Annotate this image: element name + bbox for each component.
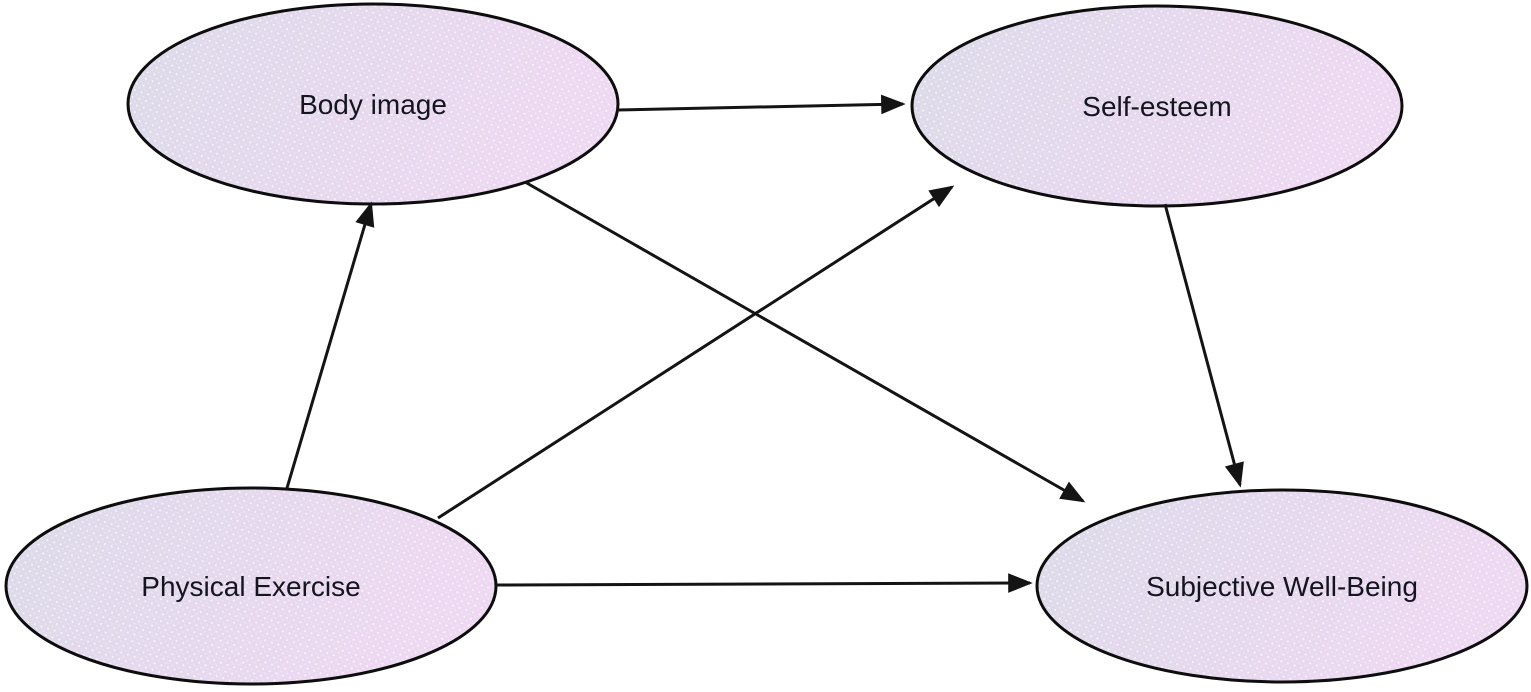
edge-physical-exercise-to-subjective-well-being bbox=[496, 573, 1033, 593]
node-self-esteem: Self-esteem bbox=[910, 4, 1404, 208]
node-label-physical-exercise: Physical Exercise bbox=[141, 571, 360, 602]
edge-body-image-to-subjective-well-being bbox=[524, 180, 1086, 503]
node-label-subjective-well-being: Subjective Well-Being bbox=[1146, 571, 1418, 602]
subjective-well-being-texture bbox=[1039, 492, 1525, 680]
node-physical-exercise: Physical Exercise bbox=[4, 486, 498, 686]
node-label-self-esteem: Self-esteem bbox=[1082, 91, 1231, 122]
node-subjective-well-being: Subjective Well-Being bbox=[1035, 488, 1529, 684]
edge-physical-exercise-to-self-esteem bbox=[437, 185, 955, 520]
node-body-image: Body image bbox=[126, 2, 620, 206]
node-label-body-image: Body image bbox=[299, 89, 447, 120]
edge-self-esteem-to-subjective-well-being bbox=[1163, 203, 1244, 488]
body-image-texture bbox=[130, 6, 616, 202]
physical-exercise-texture bbox=[8, 490, 494, 682]
edge-physical-exercise-to-body-image bbox=[285, 201, 375, 489]
edge-body-image-to-self-esteem bbox=[616, 94, 906, 115]
self-esteem-texture bbox=[914, 8, 1400, 204]
